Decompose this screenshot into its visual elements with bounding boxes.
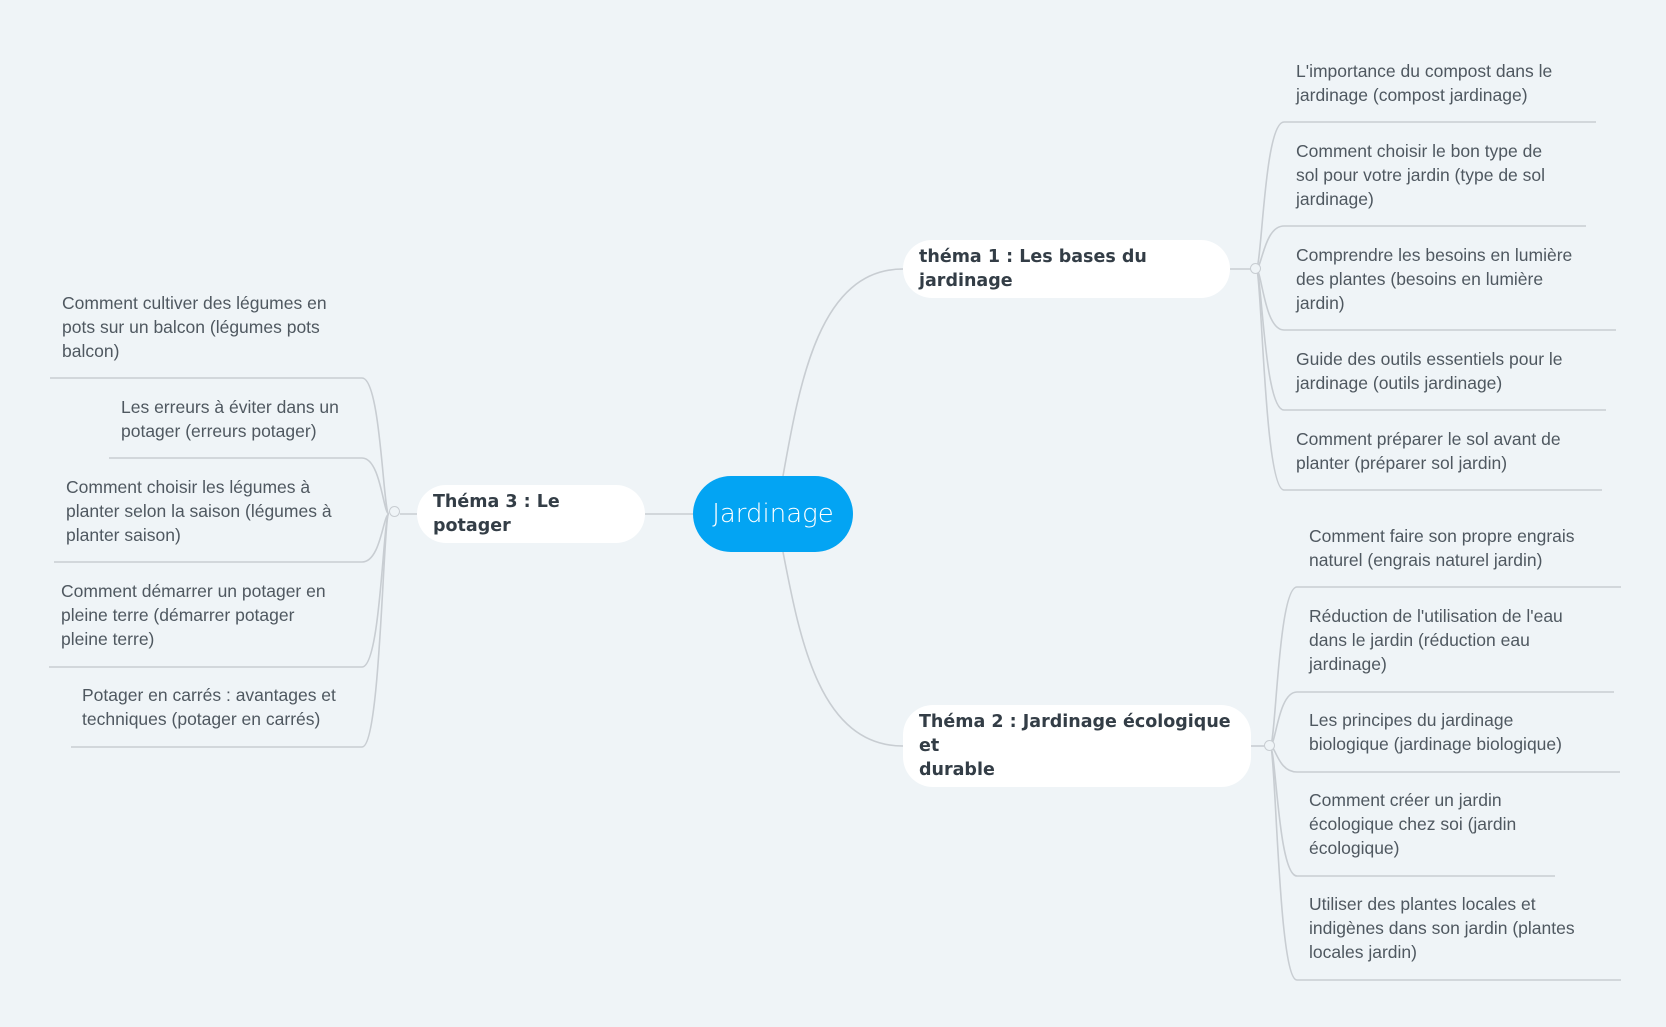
theme-1-subtopic-2[interactable]: Comment choisir le bon type de sol pour …	[1296, 141, 1546, 209]
theme-1-collapse-toggle[interactable]	[1250, 263, 1261, 274]
theme-2-subtopic-4[interactable]: Comment créer un jardin écologique chez …	[1309, 790, 1517, 858]
connector-theme-3-subtopic-2	[109, 457, 390, 515]
theme-3-subtopic-3[interactable]: Comment choisir les légumes à planter se…	[66, 477, 332, 545]
theme-3-label: Théma 3 : Le potager	[433, 492, 560, 536]
theme-3-collapse-toggle[interactable]	[389, 506, 400, 517]
theme-3-subtopic-1[interactable]: Comment cultiver des légumes en pots sur…	[62, 293, 327, 361]
connector-theme-1-subtopic-1	[1255, 121, 1596, 270]
theme-2-label: Théma 2 : Jardinage écologique et durabl…	[919, 712, 1231, 780]
connector-theme-3-subtopic-3	[54, 513, 390, 563]
theme-2-collapse-toggle[interactable]	[1264, 740, 1275, 751]
theme-2-subtopic-2[interactable]: Réduction de l'utilisation de l'eau dans…	[1309, 606, 1563, 674]
connector-theme-1-subtopic-5	[1255, 268, 1602, 491]
connector-root-theme-2	[782, 551, 904, 747]
theme-1-subtopic-1[interactable]: L'importance du compost dans le jardinag…	[1296, 61, 1553, 105]
theme-1-subtopic-4[interactable]: Guide des outils essentiels pour le jard…	[1296, 349, 1563, 393]
connector-theme-2-subtopic-1	[1269, 586, 1621, 747]
connector-root-theme-1	[782, 268, 904, 477]
connector-theme-3-subtopic-5	[71, 513, 390, 748]
theme-2-node[interactable]: Théma 2 : Jardinage écologique et durabl…	[903, 705, 1251, 787]
theme-3-subtopic-5[interactable]: Potager en carrés : avantages et techniq…	[82, 685, 336, 729]
theme-1-node[interactable]: théma 1 : Les bases du jardinage	[903, 240, 1230, 298]
theme-3-subtopic-4[interactable]: Comment démarrer un potager en pleine te…	[61, 581, 326, 649]
connector-theme-3-subtopic-1	[50, 377, 390, 515]
theme-3-node[interactable]: Théma 3 : Le potager	[417, 485, 645, 543]
central-topic[interactable]: Jardinage	[693, 476, 853, 552]
theme-1-label: théma 1 : Les bases du jardinage	[919, 247, 1147, 291]
theme-2-subtopic-5[interactable]: Utiliser des plantes locales et indigène…	[1309, 894, 1575, 962]
connector-theme-2-subtopic-5	[1269, 745, 1621, 981]
central-topic-label: Jardinage	[712, 499, 834, 529]
theme-1-subtopic-3[interactable]: Comprendre les besoins en lumière des pl…	[1296, 245, 1573, 313]
theme-1-subtopic-5[interactable]: Comment préparer le sol avant de planter…	[1296, 429, 1561, 473]
theme-3-subtopic-2[interactable]: Les erreurs à éviter dans un potager (er…	[121, 397, 339, 441]
theme-2-subtopic-3[interactable]: Les principes du jardinage biologique (j…	[1309, 710, 1562, 754]
theme-2-subtopic-1[interactable]: Comment faire son propre engrais naturel…	[1309, 526, 1575, 570]
